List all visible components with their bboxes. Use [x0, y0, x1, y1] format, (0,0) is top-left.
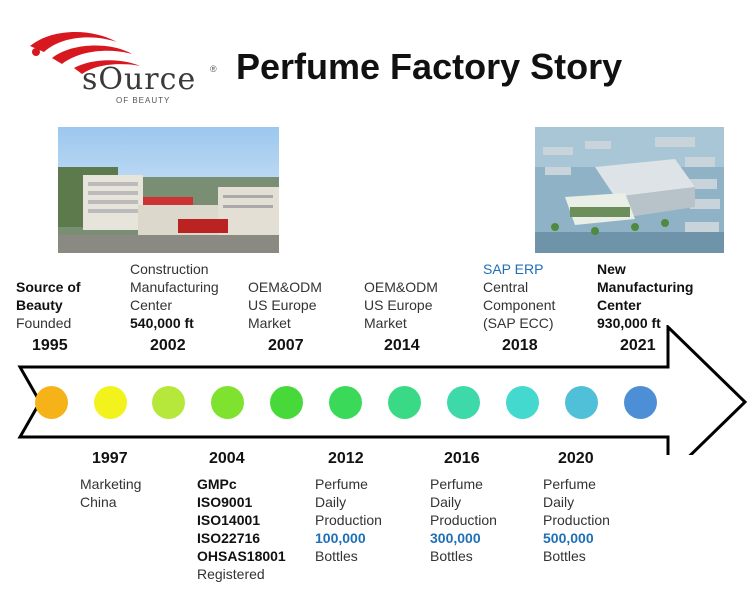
event-line: Manufacturing — [597, 279, 694, 295]
event-line: Source of — [16, 279, 81, 295]
event-line: Founded — [16, 315, 72, 331]
event-line: Production — [543, 512, 610, 528]
timeline-arrow — [17, 325, 748, 455]
timeline-dot — [152, 386, 185, 419]
timeline-dot — [506, 386, 539, 419]
timeline-year: 2004 — [209, 450, 245, 467]
timeline-year: 2020 — [558, 450, 594, 467]
timeline-dot — [447, 386, 480, 419]
brand-logo — [30, 31, 140, 74]
brand-wordmark: sOurce — [82, 62, 197, 97]
event-line: Perfume — [430, 476, 483, 492]
timeline-dot — [624, 386, 657, 419]
event-line: 930,000 ft — [597, 315, 661, 331]
event-line: Beauty — [16, 297, 63, 313]
event-line: 540,000 ft — [130, 315, 194, 331]
event-line: Market — [248, 315, 291, 331]
event-line: Perfume — [315, 476, 368, 492]
event-line: ISO22716 — [197, 530, 261, 546]
event-line: China — [80, 494, 117, 510]
timeline-year: 2002 — [150, 337, 186, 354]
event-line: GMPc — [197, 476, 237, 492]
new-factory-photo — [535, 127, 724, 253]
timeline-dot — [211, 386, 244, 419]
event-line: 300,000 — [430, 530, 481, 546]
event-line: OEM&ODM — [248, 279, 322, 295]
timeline-year: 2012 — [328, 450, 364, 467]
timeline-dot — [94, 386, 127, 419]
event-line: Bottles — [543, 548, 586, 564]
event-line: (SAP ECC) — [483, 315, 554, 331]
timeline-year: 1997 — [92, 450, 128, 467]
old-factory-photo — [58, 127, 279, 253]
event-line: US Europe — [248, 297, 317, 313]
event-line: ISO14001 — [197, 512, 261, 528]
event-line: Production — [315, 512, 382, 528]
timeline-dot — [35, 386, 68, 419]
timeline-dot — [329, 386, 362, 419]
event-line: Central — [483, 279, 529, 295]
timeline-dot — [270, 386, 303, 419]
event-line: New — [597, 261, 626, 277]
event-line: Perfume — [543, 476, 596, 492]
timeline-year: 2018 — [502, 337, 538, 354]
event-line: Daily — [543, 494, 575, 510]
event-line: Registered — [197, 566, 265, 582]
event-line: OHSAS18001 — [197, 548, 286, 564]
timeline-year: 2007 — [268, 337, 304, 354]
timeline-dot — [565, 386, 598, 419]
event-line: Production — [430, 512, 497, 528]
event-line: Daily — [430, 494, 462, 510]
page-title: Perfume Factory Story — [236, 46, 623, 87]
event-line: ISO9001 — [197, 494, 253, 510]
registered-mark: ® — [210, 64, 217, 74]
event-line: Marketing — [80, 476, 142, 492]
event-line: Center — [130, 297, 173, 313]
timeline-year: 2016 — [444, 450, 480, 467]
timeline-year: 2014 — [384, 337, 420, 354]
timeline-dot — [388, 386, 421, 419]
timeline-year: 2021 — [620, 337, 656, 354]
timeline-year: 1995 — [32, 337, 68, 354]
event-line: US Europe — [364, 297, 433, 313]
event-line: OEM&ODM — [364, 279, 438, 295]
brand-tagline: OF BEAUTY — [116, 96, 171, 105]
event-line: 100,000 — [315, 530, 366, 546]
event-line: Center — [597, 297, 642, 313]
event-line: Bottles — [430, 548, 473, 564]
event-line: 500,000 — [543, 530, 594, 546]
event-line: Market — [364, 315, 407, 331]
event-line: SAP ERP — [483, 261, 544, 277]
event-line: Bottles — [315, 548, 358, 564]
event-line: Component — [483, 297, 556, 313]
event-line: Manufacturing — [130, 279, 219, 295]
event-line: Construction — [130, 261, 209, 277]
event-line: Daily — [315, 494, 347, 510]
